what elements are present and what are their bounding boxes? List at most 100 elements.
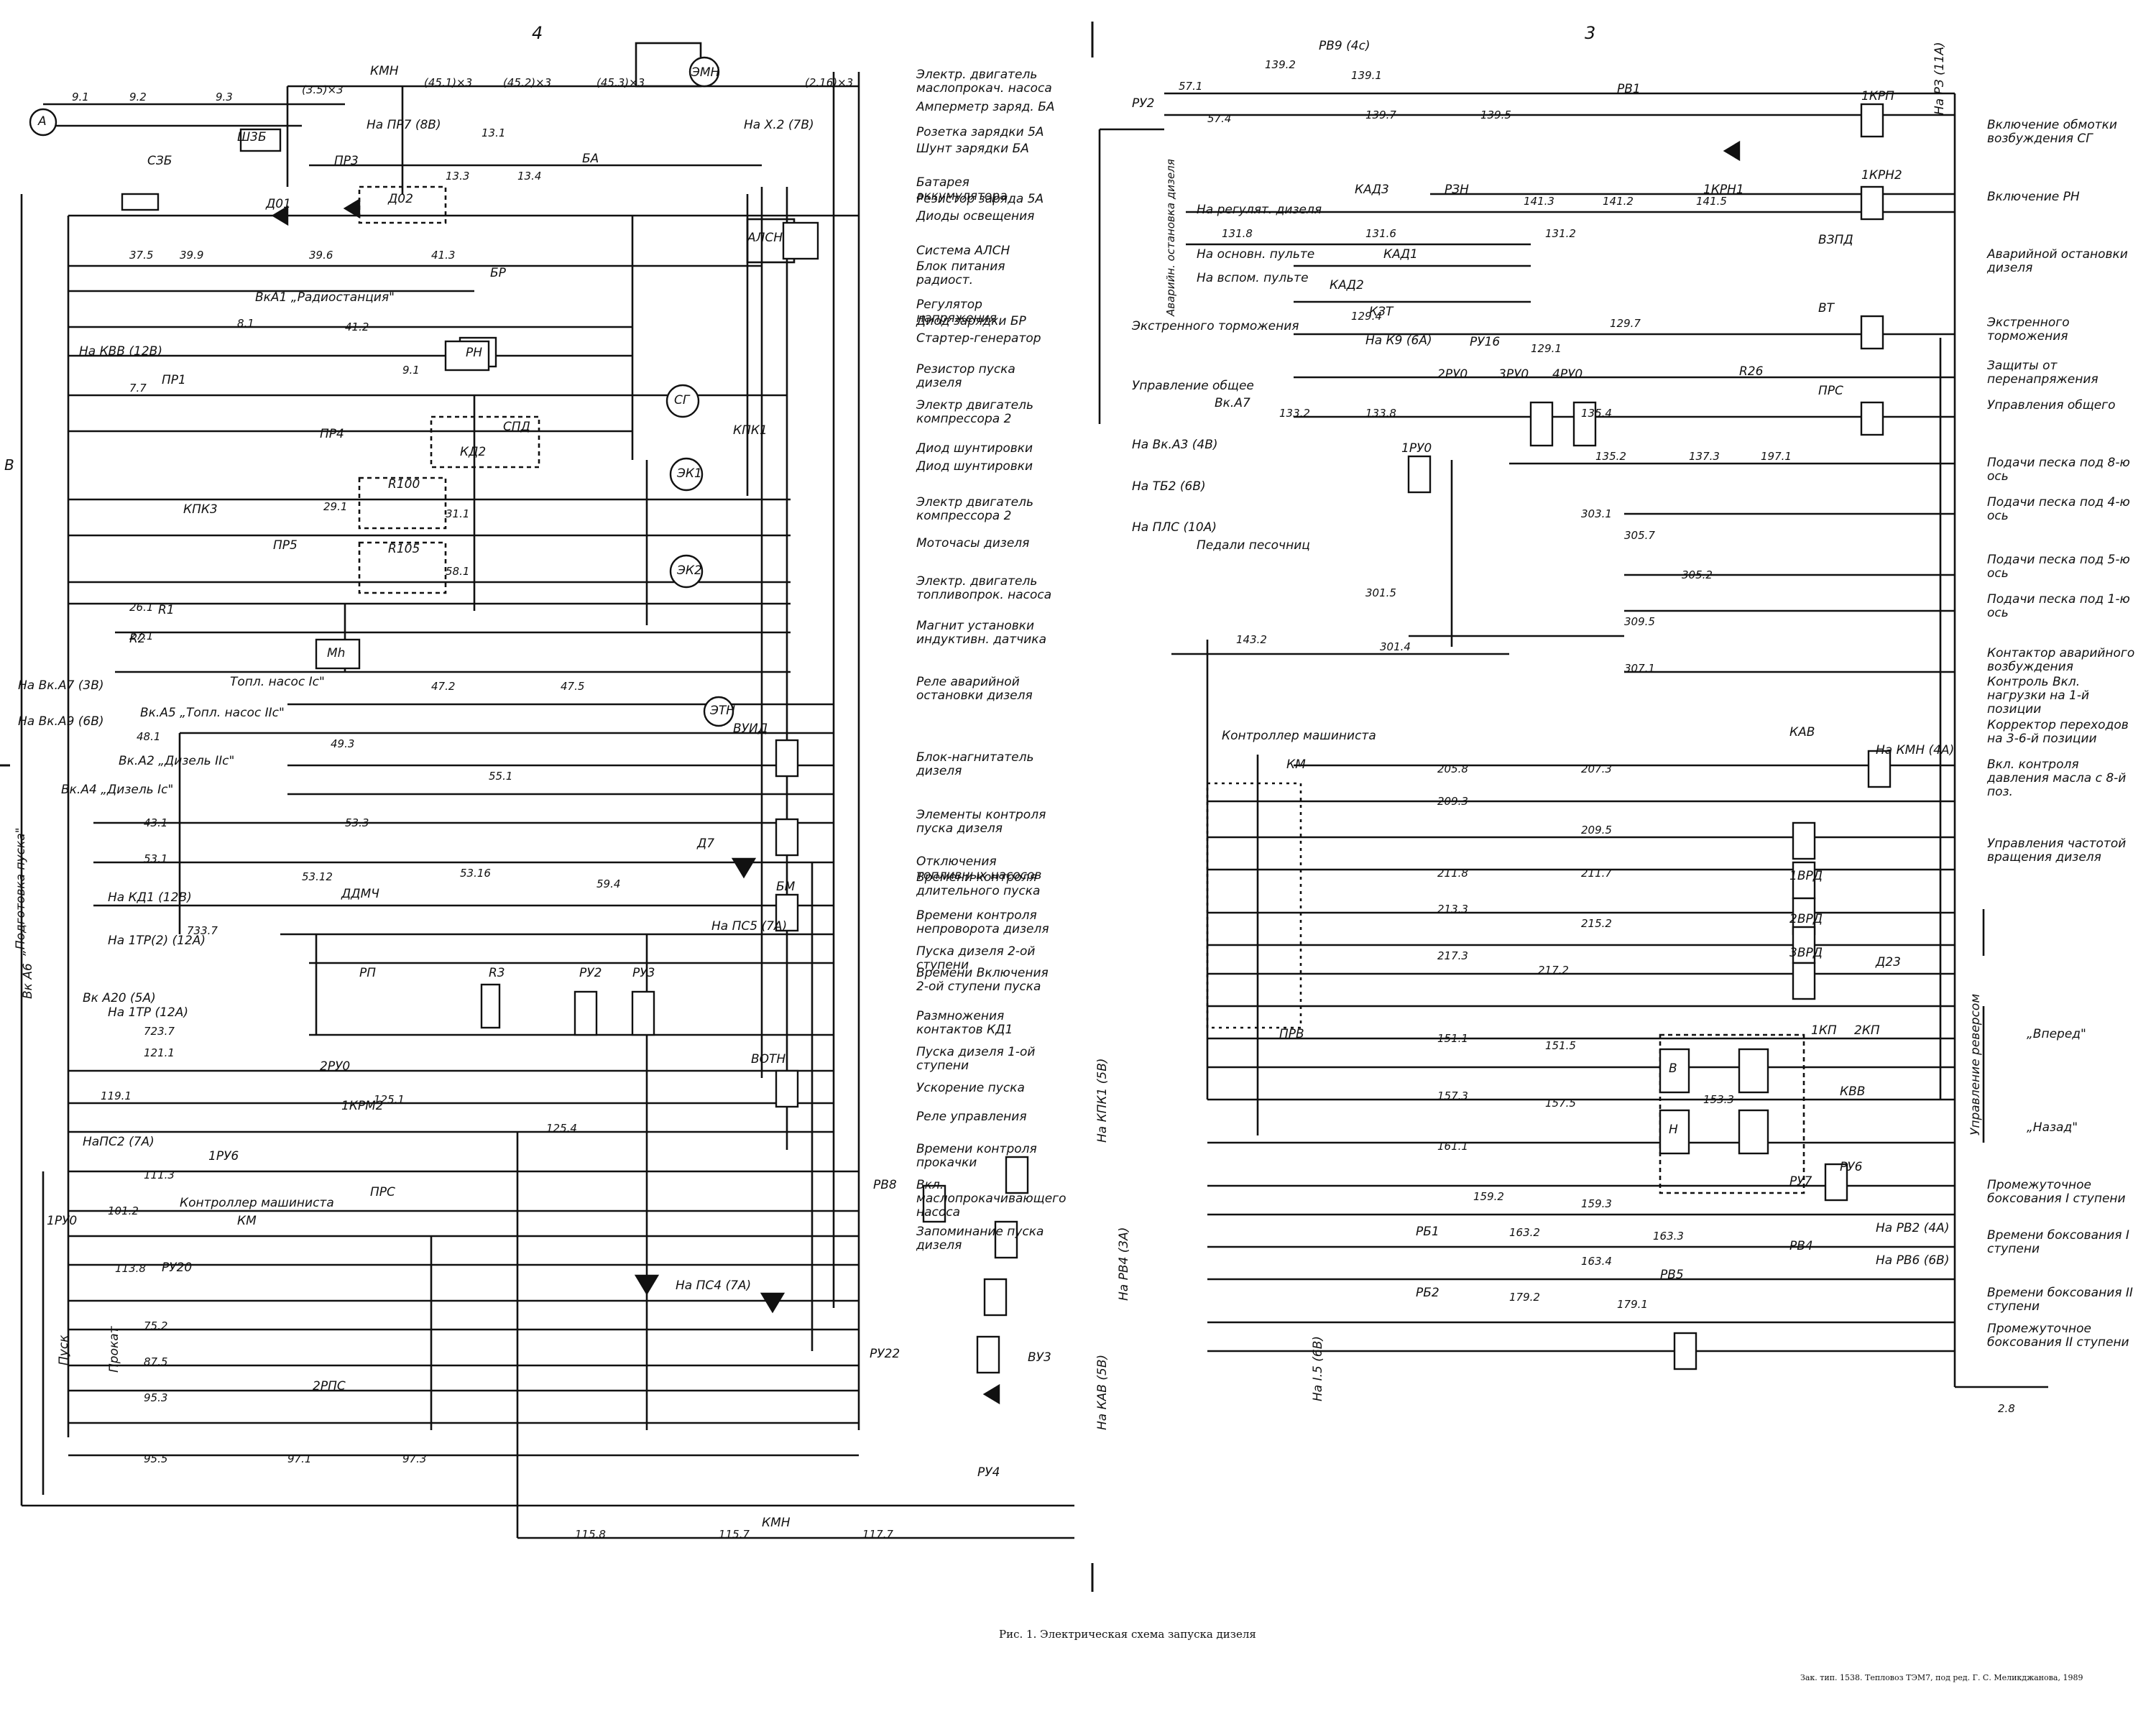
label-to-ps4: На ПС4 (7А) — [676, 1278, 752, 1293]
label-r-2kp: 2КП — [1854, 1023, 1880, 1038]
svg-text:139.5: 139.5 — [1480, 109, 1511, 121]
svg-text:125.4: 125.4 — [546, 1122, 577, 1135]
svg-text:139.7: 139.7 — [1365, 109, 1396, 121]
svg-text:119.1: 119.1 — [101, 1089, 132, 1102]
svg-text:301.4: 301.4 — [1380, 640, 1411, 653]
svg-text:151.5: 151.5 — [1545, 1039, 1576, 1052]
function-label-right: Времени боксования I ступени — [1987, 1228, 2129, 1256]
svg-text:205.8: 205.8 — [1437, 762, 1468, 775]
label-r-prv: ПРВ — [1279, 1027, 1304, 1041]
label-r-kav: КАВ — [1789, 725, 1815, 739]
label-kmn: КМН — [370, 64, 399, 78]
label-2ruo: 2РУ0 — [320, 1059, 351, 1074]
svg-text:197.1: 197.1 — [1761, 450, 1792, 463]
svg-text:26.1: 26.1 — [129, 601, 153, 614]
svg-text:161.1: 161.1 — [1437, 1140, 1468, 1153]
function-label-right: Управления общего — [1987, 398, 2116, 413]
label-r-na-tv2: На ТБ2 (6В) — [1132, 479, 1206, 494]
label-emn: ЭМН — [691, 65, 720, 80]
label-to-vka7: На Вк.А7 (3В) — [18, 678, 104, 693]
svg-text:47.2: 47.2 — [431, 680, 455, 693]
function-label-middle: Запоминание пуска дизеля — [916, 1225, 1044, 1253]
label-voth: ВОТН — [751, 1052, 786, 1066]
label-to-1tr2: На 1ТР(2) (12А) — [108, 934, 206, 948]
label-r-r26: R26 — [1739, 364, 1764, 379]
function-label-middle: Пуска дизеля 2-ой ступени — [916, 944, 1036, 972]
function-label-middle: Ускорение пуска — [916, 1081, 1025, 1095]
svg-text:733.7: 733.7 — [187, 924, 218, 937]
label-r-kzt: КЗТ — [1369, 305, 1393, 319]
svg-text:75.2: 75.2 — [144, 1319, 167, 1332]
svg-text:9.2: 9.2 — [129, 91, 147, 103]
label-ek2: ЭК2 — [677, 563, 702, 578]
label-r-na-rz: На РЗ (11А) — [1932, 42, 1947, 115]
svg-text:135.4: 135.4 — [1581, 407, 1612, 420]
label-ddmch: ДДМЧ — [341, 887, 379, 901]
svg-text:53.12: 53.12 — [302, 870, 333, 883]
label-r-3vrd: 3ВРД — [1789, 946, 1823, 960]
label-prs-left: ПРС — [370, 1185, 395, 1199]
svg-text:87.5: 87.5 — [144, 1355, 167, 1368]
label-to-kpk1: На КПК1 (5В) — [1095, 1058, 1110, 1143]
svg-text:135.2: 135.2 — [1595, 450, 1626, 463]
label-1ru6: 1РУ6 — [208, 1149, 239, 1164]
svg-text:49.3: 49.3 — [331, 737, 354, 750]
svg-text:157.3: 157.3 — [1437, 1089, 1468, 1102]
svg-text:48.1: 48.1 — [137, 730, 160, 743]
function-label-middle: Регулятор напряжения — [916, 298, 997, 326]
svg-text:58.1: 58.1 — [446, 565, 469, 578]
label-mh: Мh — [327, 646, 346, 660]
svg-text:9.1: 9.1 — [72, 91, 89, 103]
svg-text:9.3: 9.3 — [216, 91, 233, 103]
function-label-right: Промежуточное боксования I ступени — [1987, 1178, 2126, 1206]
svg-text:151.1: 151.1 — [1437, 1032, 1468, 1045]
label-reverse-control: Управление реверсом — [1968, 993, 1983, 1135]
function-label-middle: Реле управления — [916, 1110, 1027, 1124]
svg-text:53.16: 53.16 — [460, 867, 491, 880]
label-r-regul: На регулят. дизеля — [1197, 203, 1322, 217]
label-ru3: РУ3 — [632, 966, 655, 980]
label-r-4ruo: 4РУ0 — [1552, 367, 1583, 382]
function-label-right: „Вперед" — [2027, 1027, 2086, 1041]
function-label-middle: Отключения топливных насосов — [916, 854, 1042, 883]
label-r-v: В — [1669, 1061, 1677, 1076]
function-label-middle: Элементы контроля пуска дизеля — [916, 808, 1046, 836]
label-ba: БА — [582, 152, 599, 166]
label-vu3: ВУ3 — [1028, 1350, 1051, 1365]
label-2rpc: 2РПС — [313, 1379, 346, 1393]
label-r-rb2: РБ2 — [1416, 1286, 1439, 1300]
ammeter-label: А — [38, 114, 47, 129]
function-label-right: Вкл. контроля давления масла с 8-й поз. — [1987, 757, 2127, 799]
label-pr3: ПР3 — [334, 154, 359, 168]
svg-text:129.1: 129.1 — [1531, 342, 1562, 355]
svg-text:307.1: 307.1 — [1624, 662, 1655, 675]
svg-text:115.7: 115.7 — [719, 1528, 750, 1541]
svg-text:129.7: 129.7 — [1610, 317, 1641, 330]
svg-text:43.1: 43.1 — [144, 816, 167, 829]
function-label-right: Подачи песка под 1-ю ось — [1987, 592, 2130, 620]
left-margin-letter: В — [4, 456, 14, 474]
svg-text:139.2: 139.2 — [1265, 58, 1296, 71]
label-r-kad2: КАД2 — [1330, 278, 1364, 292]
function-label-middle: Времени Включения 2-ой ступени пуска — [916, 966, 1049, 994]
label-r3: R3 — [489, 966, 505, 980]
function-label-middle: Времени контроля прокачки — [916, 1142, 1037, 1170]
label-r-rv5: РВ5 — [1660, 1268, 1684, 1282]
function-label-middle: Диод зарядки БР — [916, 314, 1026, 328]
label-r-na-vka3: На Вк.А3 (4В) — [1132, 438, 1218, 452]
label-r1: R1 — [158, 603, 175, 617]
label-r-rb1: РБ1 — [1416, 1225, 1439, 1239]
function-label-middle: Электр двигатель компрессора 2 — [916, 398, 1033, 426]
svg-text:55.1: 55.1 — [489, 770, 512, 783]
function-label-middle: Времени контроля длительного пуска — [916, 870, 1041, 898]
label-pr1: ПР1 — [162, 373, 186, 387]
svg-text:39.6: 39.6 — [309, 249, 333, 262]
function-label-middle: Блок питания радиост. — [916, 259, 1005, 287]
svg-text:95.5: 95.5 — [144, 1452, 167, 1465]
label-to-ps5: На ПС5 (7А) — [711, 919, 788, 934]
label-kd2: КД2 — [460, 445, 487, 459]
label-r-vt: ВТ — [1818, 301, 1835, 315]
print-imprint: Зак. тип. 1538. Тепловоз ТЭМ7, под ред. … — [1800, 1673, 2083, 1682]
label-r-rzn: РЗН — [1445, 183, 1469, 197]
function-label-middle: Розетка зарядки 5А — [916, 125, 1044, 139]
